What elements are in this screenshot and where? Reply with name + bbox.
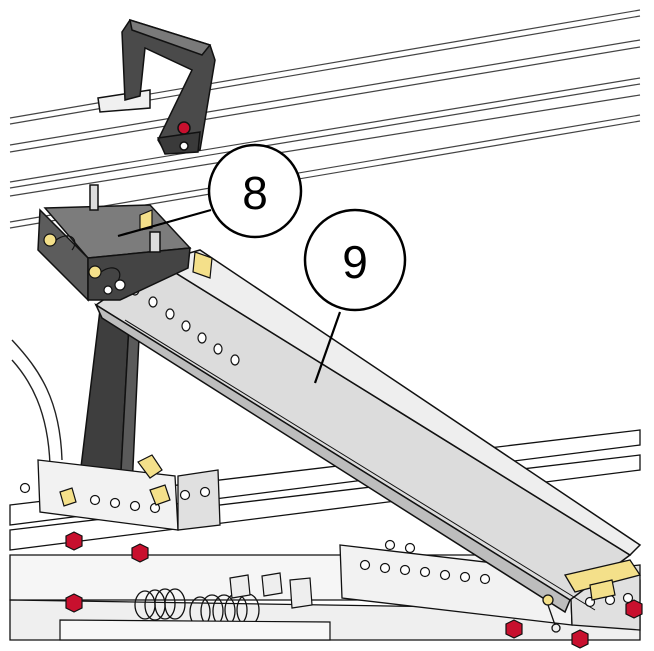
callout-8-circle [207,143,303,239]
leader-lines [117,208,342,384]
yellow-handles [59,454,616,601]
leader-line-8 [117,208,212,238]
mounting-plate-left [37,459,221,531]
arm-end-cap [542,559,642,633]
hex-nuts [65,531,643,649]
callout-9: 9 [303,208,407,312]
callout-8-label: 8 [242,167,268,219]
hose-lines [11,339,63,466]
spring-hardware [59,572,331,641]
plate-holes [19,482,634,608]
callout-8: 8 [207,143,303,239]
upper-u-bracket [97,18,216,155]
callout-9-label: 9 [342,236,368,288]
mount-bracket [37,184,192,302]
leader-line-9 [313,311,342,384]
callout-9-circle [303,208,407,312]
bracket-pins [43,209,213,295]
overhead-rails [9,9,641,229]
